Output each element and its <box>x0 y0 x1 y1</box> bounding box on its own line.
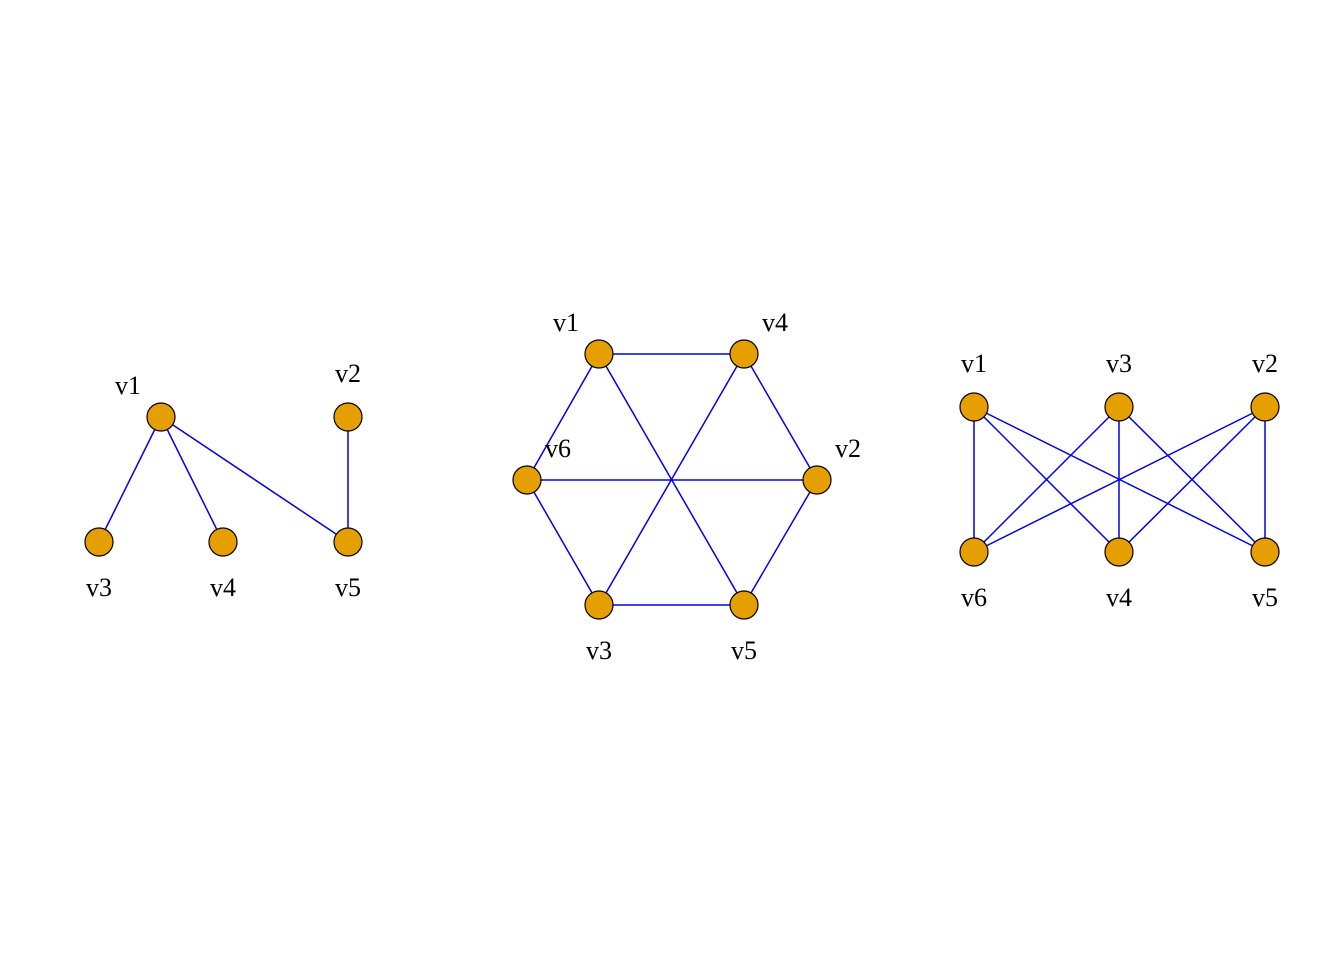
node-label-v6: v6 <box>961 583 987 612</box>
node-v6 <box>959 537 989 567</box>
node-label-v2: v2 <box>335 359 361 388</box>
node-label-v1: v1 <box>961 349 987 378</box>
node-v3 <box>1104 392 1134 422</box>
node-v6 <box>512 465 542 495</box>
node-v1 <box>146 402 176 432</box>
node-label-v2: v2 <box>1252 349 1278 378</box>
edge-v2-v5 <box>743 479 818 606</box>
node-label-v5: v5 <box>335 573 361 602</box>
graph-right-bipartite: v1 v2 v3 v4 v5 v6 <box>959 349 1280 612</box>
node-label-v3: v3 <box>1106 349 1132 378</box>
node-label-v3: v3 <box>86 573 112 602</box>
node-label-v4: v4 <box>1106 583 1132 612</box>
node-v2 <box>333 402 363 432</box>
node-v2 <box>1250 392 1280 422</box>
edge-v3-v6 <box>973 406 1120 553</box>
node-label-v1: v1 <box>553 308 579 337</box>
edge-v1-v3 <box>98 416 162 543</box>
edge-v4-v2 <box>743 353 818 481</box>
edge-v2-v4 <box>1118 406 1266 553</box>
edge-v2-v6 <box>973 406 1266 553</box>
node-label-v6: v6 <box>545 434 571 463</box>
edge-v6-v3 <box>526 479 600 606</box>
node-v2 <box>802 465 832 495</box>
node-v4 <box>208 527 238 557</box>
node-v5 <box>729 590 759 620</box>
edge-v1-v4 <box>160 416 224 543</box>
node-v1 <box>584 339 614 369</box>
node-v5 <box>333 527 363 557</box>
node-label-v4: v4 <box>210 573 236 602</box>
node-label-v2: v2 <box>835 434 861 463</box>
node-v3 <box>584 590 614 620</box>
graph-middle-hexagon: v1 v2 v3 v4 v5 v6 <box>512 308 861 665</box>
edge-v1-v5 <box>160 416 349 543</box>
node-label-v3: v3 <box>586 636 612 665</box>
node-label-v5: v5 <box>1252 583 1278 612</box>
edge-v1-v6 <box>526 353 600 481</box>
node-v5 <box>1250 537 1280 567</box>
graph-left: v1 v2 v3 v4 v5 <box>84 359 363 602</box>
node-label-v1: v1 <box>115 371 141 400</box>
node-v1 <box>959 392 989 422</box>
node-label-v5: v5 <box>731 636 757 665</box>
node-v4 <box>1104 537 1134 567</box>
node-v4 <box>729 339 759 369</box>
node-label-v4: v4 <box>762 308 788 337</box>
node-v3 <box>84 527 114 557</box>
